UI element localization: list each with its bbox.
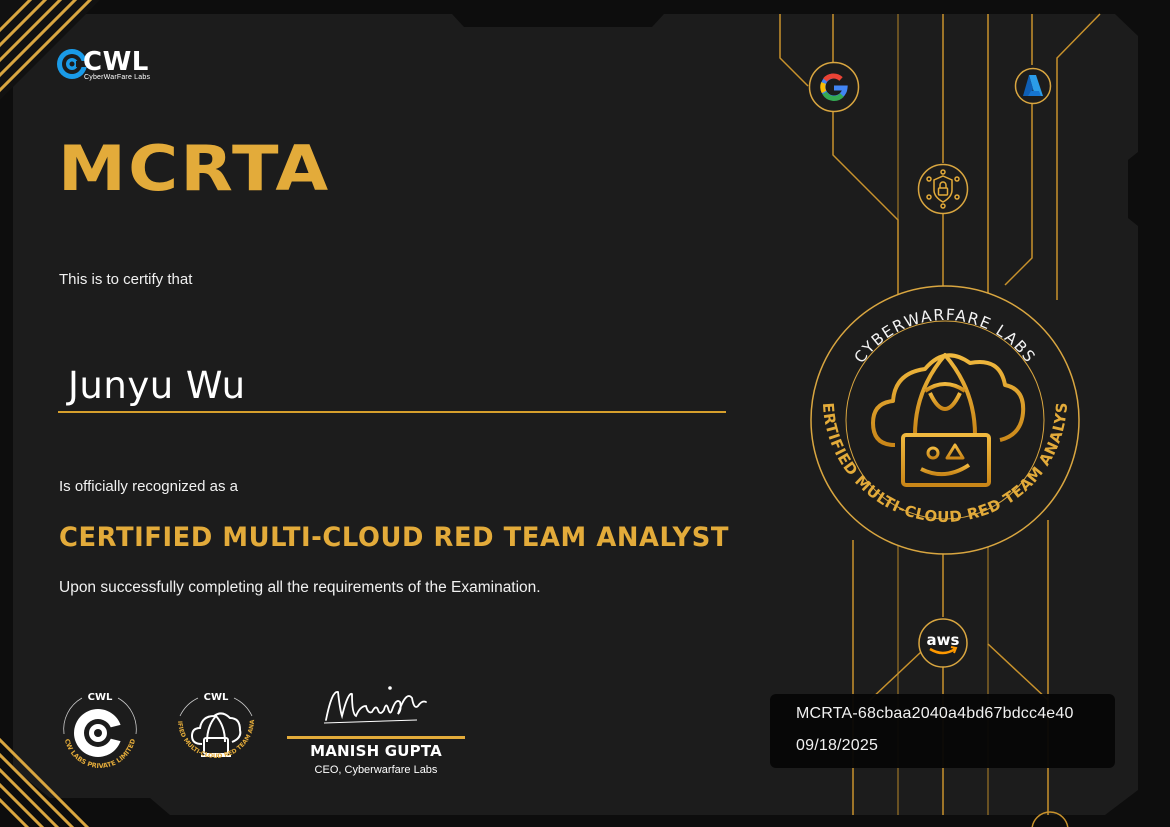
- svg-text:aws: aws: [927, 631, 960, 649]
- azure-icon: [1014, 67, 1052, 105]
- aws-icon: aws: [918, 618, 968, 668]
- google-icon: [808, 61, 860, 113]
- circuit-lines: [779, 13, 1101, 827]
- certification-seal: CYBERWARFARE LABS CERTIFIED MULTI-CLOUD …: [805, 285, 1080, 555]
- recognized-text: Is officially recognized as a: [59, 478, 238, 495]
- hacker-cloud-small-icon: [190, 712, 242, 757]
- signature-line: [287, 736, 465, 739]
- svg-text:CWL: CWL: [88, 692, 113, 703]
- signature-image: [323, 686, 427, 724]
- issue-date: 09/18/2025: [796, 737, 879, 754]
- security-network-icon: [917, 163, 969, 215]
- credential-box: [770, 694, 1115, 768]
- certification-title: CERTIFIED MULTI-CLOUD RED TEAM ANALYST: [59, 522, 730, 553]
- signatory-name: MANISH GUPTA: [310, 742, 442, 760]
- cw-labs-badge: CWL CW LABS PRIVATE LIMITED: [63, 692, 138, 770]
- credential-id[interactable]: MCRTA-68cbaa2040a4bd67bdcc4e40: [796, 705, 1074, 722]
- name-underline: [58, 411, 726, 413]
- mcrta-badge: CWL CERTIFIED MULTI-CLOUD RED TEAM ANALY…: [170, 686, 256, 760]
- cwl-logo-icon: [57, 49, 88, 79]
- signatory-role: CEO, Cyberwarfare Labs: [314, 764, 438, 776]
- svg-text:CWL: CWL: [204, 692, 229, 703]
- certify-intro: This is to certify that: [59, 271, 193, 288]
- logo-subtitle: CyberWarFare Labs: [84, 74, 151, 81]
- certificate-acronym: MCRTA: [58, 132, 331, 205]
- hacker-cloud-icon: [871, 353, 1026, 491]
- logo-text: CWL: [83, 47, 149, 77]
- completion-text: Upon successfully completing all the req…: [59, 579, 541, 596]
- recipient-name: Junyu Wu: [68, 364, 246, 407]
- decorative-stripes-bottom-left: [0, 728, 92, 827]
